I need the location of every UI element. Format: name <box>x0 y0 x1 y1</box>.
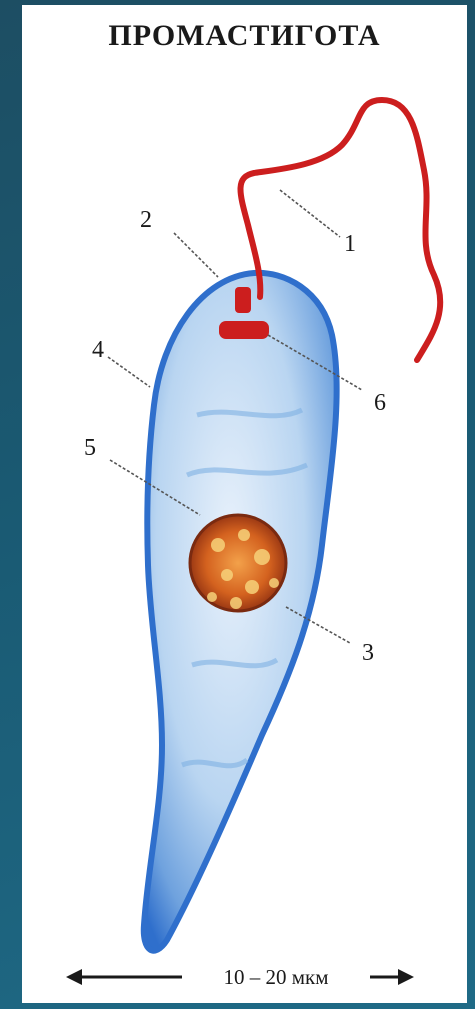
label-2: 2 <box>140 207 152 233</box>
leader-line-2 <box>174 233 218 277</box>
leader-line-1 <box>280 190 340 237</box>
label-5: 5 <box>84 435 96 461</box>
nucleus <box>190 515 286 611</box>
label-3: 3 <box>362 640 374 666</box>
scale-bar: 10 – 20 мкм <box>66 965 414 989</box>
flagellar-base <box>235 287 251 313</box>
label-1: 1 <box>344 231 356 257</box>
label-6: 6 <box>374 390 386 416</box>
kinetoplast <box>219 321 269 339</box>
label-4: 4 <box>92 337 104 363</box>
slide-panel: ПРОМАСТИГОТА <box>22 5 467 1003</box>
promastigote-diagram: 1 2 3 4 5 6 10 – 20 мкм <box>22 5 467 1003</box>
scale-bar-label: 10 – 20 мкм <box>223 965 328 989</box>
leader-line-4 <box>108 357 150 387</box>
